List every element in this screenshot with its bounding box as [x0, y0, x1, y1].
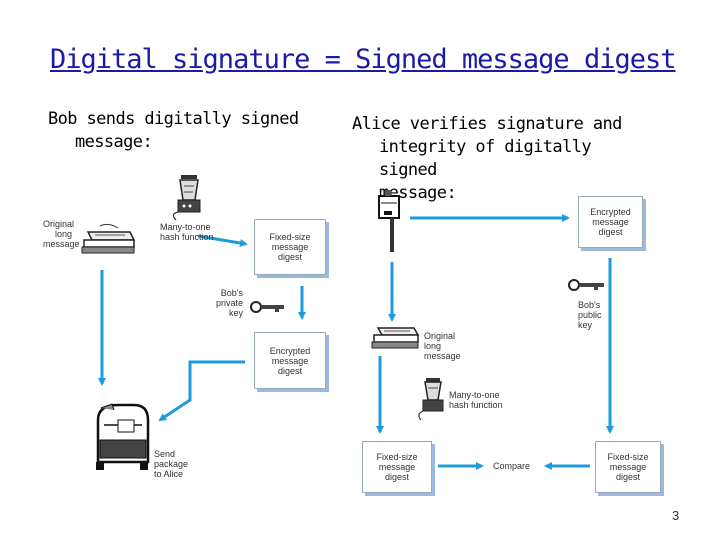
label-line: to Alice — [154, 469, 184, 479]
label-line: Encrypted — [269, 345, 311, 356]
arrow-encrypted-to-mailbox — [158, 360, 245, 422]
blender-icon — [418, 378, 444, 421]
label-line: private — [215, 298, 243, 308]
label-line: key — [578, 320, 593, 330]
label-line: Original — [424, 331, 456, 341]
label-line: Encrypted — [590, 207, 631, 217]
label-line: Bob's — [220, 288, 243, 298]
label-line: digest — [598, 227, 623, 237]
arrow-hash-to-digest — [197, 234, 248, 247]
label-original-message: Original long message — [424, 331, 461, 361]
label-compare: Compare — [493, 461, 531, 471]
label-line: Original — [43, 219, 75, 229]
bob-description: Bob sends digitally signed message: — [48, 108, 338, 154]
label-line: Fixed-size — [607, 452, 649, 462]
label-line: message — [271, 242, 309, 252]
key-icon — [568, 279, 604, 291]
label-line: message — [609, 462, 647, 472]
encrypted-digest-box: Encrypted message digest — [254, 332, 326, 389]
alice-description-line-2: integrity of digitally signed — [379, 137, 592, 180]
bob-description-line-1: Bob sends digitally signed — [48, 109, 299, 129]
label-line: digest — [384, 472, 410, 482]
label-line: Many-to-one — [449, 390, 500, 400]
envelope-icon — [378, 190, 400, 252]
label-public-key: Bob's public key — [578, 300, 602, 330]
blender-icon — [172, 175, 201, 221]
label-line: long — [424, 341, 442, 351]
label-line: package — [154, 459, 189, 469]
label-line: hash function — [160, 232, 214, 242]
fixed-size-digest-box-left: Fixed-size message digest — [362, 441, 432, 493]
slide-title: Digital signature = Signed message diges… — [50, 44, 676, 75]
books-icon — [81, 223, 136, 254]
page-number: 3 — [672, 508, 680, 523]
label-line: digest — [615, 472, 641, 482]
label-line: Many-to-one — [160, 222, 211, 232]
label-line: digest — [277, 365, 303, 376]
alice-description-line-1: Alice verifies signature and — [352, 114, 622, 134]
label-line: public — [578, 310, 602, 320]
label-line: long — [55, 229, 73, 239]
label-original-message: Original long message — [43, 219, 80, 249]
label-line: message — [592, 217, 629, 227]
label-line: key — [228, 308, 243, 318]
label-line: Fixed-size — [269, 232, 311, 242]
encrypted-digest-box: Encrypted message digest — [578, 196, 643, 248]
label-line: Fixed-size — [376, 452, 418, 462]
label-line: Send — [154, 449, 176, 459]
label-line: message — [271, 355, 309, 366]
fixed-size-digest-box-right: Fixed-size message digest — [595, 441, 661, 493]
key-icon — [250, 301, 284, 313]
label-line: message — [378, 462, 416, 472]
mailbox-icon — [96, 403, 150, 470]
books-icon — [371, 327, 420, 349]
label-line: hash function — [449, 400, 503, 410]
label-private-key: Bob's private key — [213, 288, 243, 318]
label-line: digest — [277, 252, 303, 262]
label-line: message — [424, 351, 461, 361]
bob-description-line-2: message: — [75, 132, 153, 152]
label-hash-function: Many-to-one hash function — [449, 390, 503, 410]
fixed-size-digest-box: Fixed-size message digest — [254, 219, 326, 275]
label-line: Bob's — [578, 300, 601, 310]
label-line: message — [43, 239, 80, 249]
label-send-package: Send package to Alice — [154, 449, 188, 479]
label-hash-function: Many-to-one hash function — [160, 222, 214, 242]
